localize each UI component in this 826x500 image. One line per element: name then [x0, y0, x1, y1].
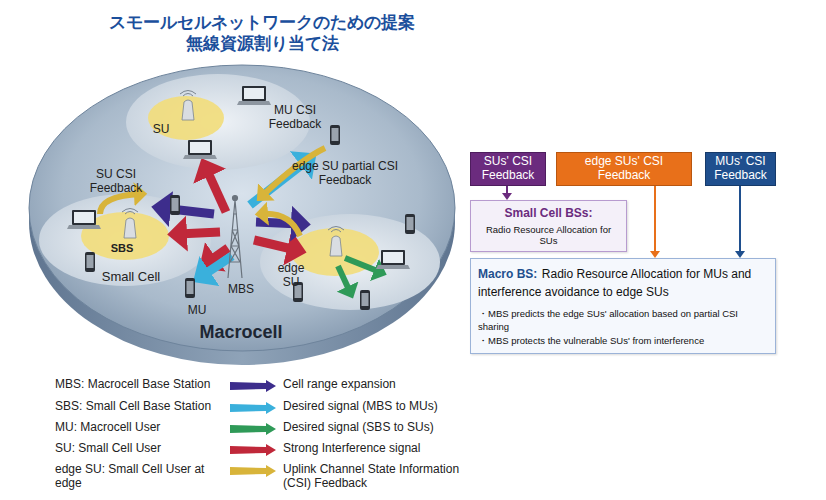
sbs-icon: [328, 227, 344, 257]
map-label: edge SU: [274, 262, 308, 290]
legend-text: Uplink Channel State Information (CSI) F…: [283, 463, 463, 491]
box-text: edge SUs' CSI Feedback: [560, 155, 688, 183]
drawing-part: [206, 168, 226, 212]
abbreviation-note: MBS: Macrocell Base Station: [55, 378, 230, 392]
box-heading: Macro BS:: [478, 267, 537, 281]
arrowhead: [735, 251, 745, 258]
box-bullet: ・MBS protects the vulnerable SUs' from i…: [478, 335, 768, 348]
map-label: Macrocell: [186, 322, 296, 343]
phone-icon: [405, 214, 415, 234]
phone-icon: [360, 290, 370, 310]
legend-text: Desired signal (MBS to MUs): [283, 400, 463, 414]
laptop-icon: [183, 140, 217, 159]
box-heading: Small Cell BSs:: [478, 206, 619, 220]
drawing-part: [262, 214, 300, 236]
feedback-box: edge SUs' CSI Feedback: [556, 152, 692, 186]
allocation-box: Small Cell BSs: Radio Resource Allocation…: [470, 200, 627, 252]
feedback-box: SUs' CSI Feedback: [470, 152, 546, 186]
box-bullet: ・MBS predicts the edge SUs' allocation b…: [478, 308, 768, 332]
map-label: SBS: [106, 242, 138, 255]
map-label: SU CSI Feedback: [84, 168, 148, 196]
box-text: SUs' CSI Feedback: [474, 155, 542, 183]
map-label: SU: [148, 123, 174, 137]
drawing-part: [162, 208, 214, 214]
legend-arrow: [230, 402, 276, 414]
drawing-part: [202, 256, 232, 276]
legend-sample: [228, 443, 278, 457]
legend-text: Desired signal (SBS to SUs): [283, 421, 463, 435]
map-label: MU CSI Feedback: [263, 104, 327, 132]
sbs-icon: [180, 91, 196, 121]
legend-arrow: [230, 465, 276, 477]
drawing-part: [254, 240, 296, 250]
abbreviation-note: SU: Small Cell User: [55, 442, 230, 456]
feedback-box: MUs' CSI Feedback: [705, 152, 776, 186]
connector: [502, 186, 512, 200]
connector-line: [739, 186, 741, 252]
drawing-part: [178, 232, 220, 234]
connector: [650, 186, 660, 258]
laptop-icon: [376, 250, 410, 269]
mbs-tower: [228, 196, 242, 279]
abbreviation-note: MU: Macrocell User: [55, 421, 230, 435]
map-label: Small Cell: [86, 270, 176, 285]
abbreviation-note: edge SU: Small Cell User at edge: [55, 463, 230, 491]
diagram-title: スモールセルネットワークのための提案 無線資源割り当て法: [92, 12, 432, 55]
phone-icon: [330, 125, 340, 145]
legend-arrow: [230, 423, 276, 435]
box-body: Radio Resource Allocation for SUs: [478, 224, 619, 246]
map-label: MU: [183, 304, 211, 318]
connector-line: [506, 186, 508, 194]
laptop-icon: [237, 86, 271, 105]
phone-icon: [85, 252, 95, 272]
small-cell-area: [260, 214, 440, 310]
legend-arrow: [230, 444, 276, 456]
legend-sample: [228, 422, 278, 436]
legend-text: Strong Interference signal: [283, 442, 463, 456]
connector: [735, 186, 745, 258]
laptop-icon: [67, 210, 101, 229]
box-text: MUs' CSI Feedback: [709, 155, 772, 183]
legend-text: Cell range expansion: [283, 378, 463, 392]
legend-arrow: [230, 380, 276, 392]
macrocell-disc: [29, 65, 455, 351]
drawing-part: [228, 200, 242, 278]
map-label: MBS: [221, 283, 261, 297]
abbreviation-note: SBS: Small Cell Base Station: [55, 400, 230, 414]
drawing-part: [338, 266, 350, 292]
sbs-icon: [122, 209, 138, 239]
phone-icon: [185, 278, 195, 298]
legend-sample: [228, 379, 278, 393]
phone-icon: [170, 195, 180, 215]
drawing-part: [233, 196, 238, 201]
drawing-part: [100, 194, 140, 214]
legend-sample: [228, 401, 278, 415]
arrowhead: [502, 193, 512, 200]
allocation-box: Macro BS: Radio Resource Allocation for …: [470, 258, 776, 354]
map-label: edge SU partial CSI Feedback: [283, 160, 407, 188]
arrowhead: [650, 251, 660, 258]
drawing-part: [345, 258, 380, 272]
legend-sample: [228, 464, 278, 478]
connector-line: [654, 186, 656, 252]
